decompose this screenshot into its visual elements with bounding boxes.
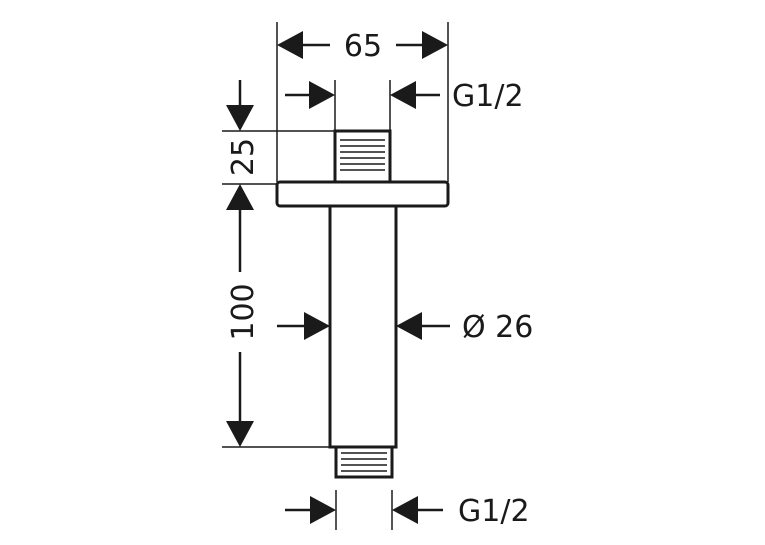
arrow-up <box>226 184 254 210</box>
dimension-pipe-length: 100 <box>226 208 261 447</box>
dimension-top-thread: G1/2 <box>285 79 524 114</box>
arrow-left <box>304 312 330 340</box>
label-top-thread: G1/2 <box>452 79 524 114</box>
dimension-pipe-diameter: Ø 26 <box>277 310 533 345</box>
bottom-thread-body <box>334 445 394 479</box>
arrow-right <box>396 312 422 340</box>
dimension-bottom-thread: G1/2 <box>285 494 530 529</box>
arrow-left <box>309 81 335 109</box>
flange <box>275 180 450 208</box>
bottom-thread-lines <box>341 452 387 472</box>
arrow-right <box>392 496 418 524</box>
dimension-top-thread-length: 25 <box>226 80 261 210</box>
arrow-right <box>390 81 416 109</box>
shower-arm-part <box>275 129 450 479</box>
arrow-down <box>226 421 254 447</box>
top-thread-body <box>333 129 392 184</box>
label-bottom-thread: G1/2 <box>458 494 530 529</box>
pipe <box>328 204 398 449</box>
label-pipe-length: 100 <box>226 283 261 340</box>
arrow-left <box>277 31 303 59</box>
arrow-down <box>226 105 254 131</box>
label-flange-width: 65 <box>344 29 382 64</box>
dimension-flange-width: 65 <box>277 29 448 64</box>
arrow-left <box>310 496 336 524</box>
arrow-right <box>422 31 448 59</box>
label-top-thread-length: 25 <box>226 138 261 176</box>
label-pipe-diameter: Ø 26 <box>462 310 533 345</box>
top-thread-lines <box>340 139 385 171</box>
